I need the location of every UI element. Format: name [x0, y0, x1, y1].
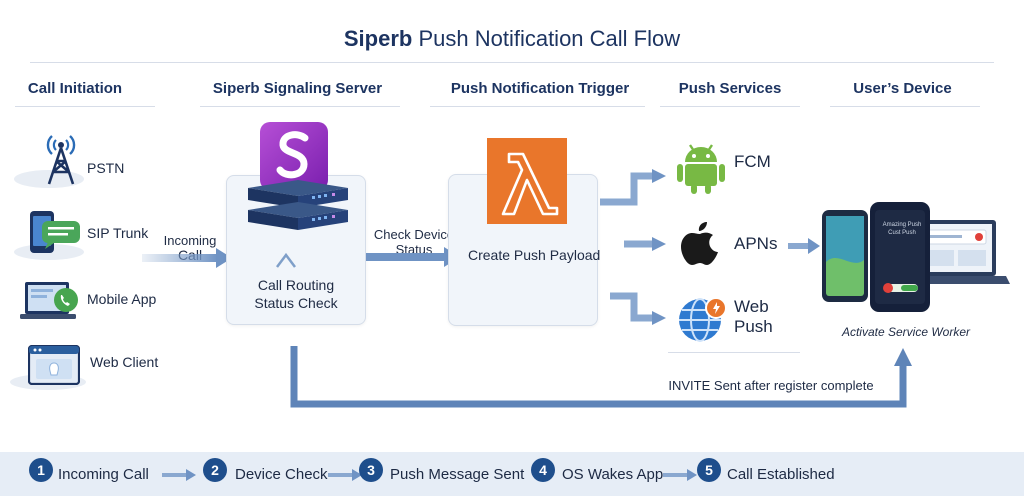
header-users-device: User’s Device: [853, 80, 952, 97]
step-label-2: Device Check: [235, 466, 328, 483]
step-arrow: [328, 469, 364, 481]
header-rule: [430, 106, 645, 107]
header-rule: [15, 106, 155, 107]
device-illustration: [822, 200, 1012, 314]
server-text: Call Routing Status Check: [226, 276, 366, 312]
service-label-fcm: FCM: [734, 152, 771, 172]
step-arrow: [162, 469, 198, 481]
service-web-line1: Web: [734, 297, 769, 316]
device-caption: Activate Service Worker: [841, 325, 971, 339]
service-web-line2: Push: [734, 317, 773, 336]
notification-sub: Cust Push: [888, 230, 916, 236]
header-rule: [200, 106, 400, 107]
server-line2: Status Check: [254, 295, 338, 311]
service-label-web-push: Web Push: [734, 297, 773, 337]
service-apns-line1: APNs: [734, 234, 778, 253]
browser-window-icon: [28, 345, 80, 385]
step-number-4: 4: [531, 458, 555, 482]
step-number-5: 5: [697, 458, 721, 482]
step-label-1: Incoming Call: [58, 466, 149, 483]
siperb-logo-icon: [258, 120, 330, 192]
payload-label: Create Push Payload: [468, 247, 601, 263]
return-path-label: INVITE Sent after register complete: [668, 378, 874, 393]
source-label-mobile-app: Mobile App: [87, 291, 157, 307]
step-label-5: Call Established: [727, 466, 835, 483]
page-title: Siperb Push Notification Call Flow: [0, 26, 1024, 52]
arrow-incoming-call: [142, 248, 234, 268]
phone-chat-icon: [28, 210, 84, 256]
header-call-initiation: Call Initiation: [27, 80, 123, 97]
cell-tower-icon: [38, 128, 84, 186]
android-icon: [676, 140, 726, 194]
services-divider: [668, 352, 800, 353]
step-arrow: [663, 469, 699, 481]
step-label-3: Push Message Sent: [390, 466, 525, 483]
header-signaling-server: Siperb Signaling Server: [212, 80, 383, 97]
header-push-services: Push Services: [678, 80, 782, 97]
source-label-sip-trunk: SIP Trunk: [87, 225, 149, 241]
step-number-2: 2: [203, 458, 227, 482]
source-label-web-client: Web Client: [90, 354, 159, 370]
title-brand: Siperb: [343, 26, 413, 51]
routing-marker-icon: [275, 252, 297, 268]
server-stack-icon: [244, 178, 352, 250]
icon-shadow: [14, 170, 84, 188]
header-rule: [830, 106, 980, 107]
laptop-phone-icon: [20, 280, 82, 324]
step-number-1: 1: [29, 458, 53, 482]
check-device-line1: Check Device: [373, 227, 455, 242]
branch-arrows: [600, 168, 670, 328]
lambda-icon: [487, 138, 567, 224]
return-path-arrow: [284, 342, 920, 412]
title-rest: Push Notification Call Flow: [412, 26, 681, 51]
arrow-to-device: [788, 238, 822, 254]
title-divider: [30, 62, 994, 63]
source-label-pstn: PSTN: [87, 160, 125, 176]
incoming-call-line1: Incoming: [163, 233, 217, 248]
apple-icon: [680, 220, 720, 266]
step-number-3: 3: [359, 458, 383, 482]
header-push-trigger: Push Notification Trigger: [450, 80, 630, 97]
header-rule: [660, 106, 800, 107]
step-label-4: OS Wakes App: [562, 466, 664, 483]
service-label-apns: APNs: [734, 234, 777, 254]
server-line1: Call Routing: [257, 277, 335, 293]
service-fcm-line1: FCM: [734, 152, 771, 171]
notification-title: Amazing Push: [882, 222, 922, 228]
globe-icon: [676, 296, 728, 344]
device-notification: Amazing Push Cust Push: [872, 221, 932, 237]
